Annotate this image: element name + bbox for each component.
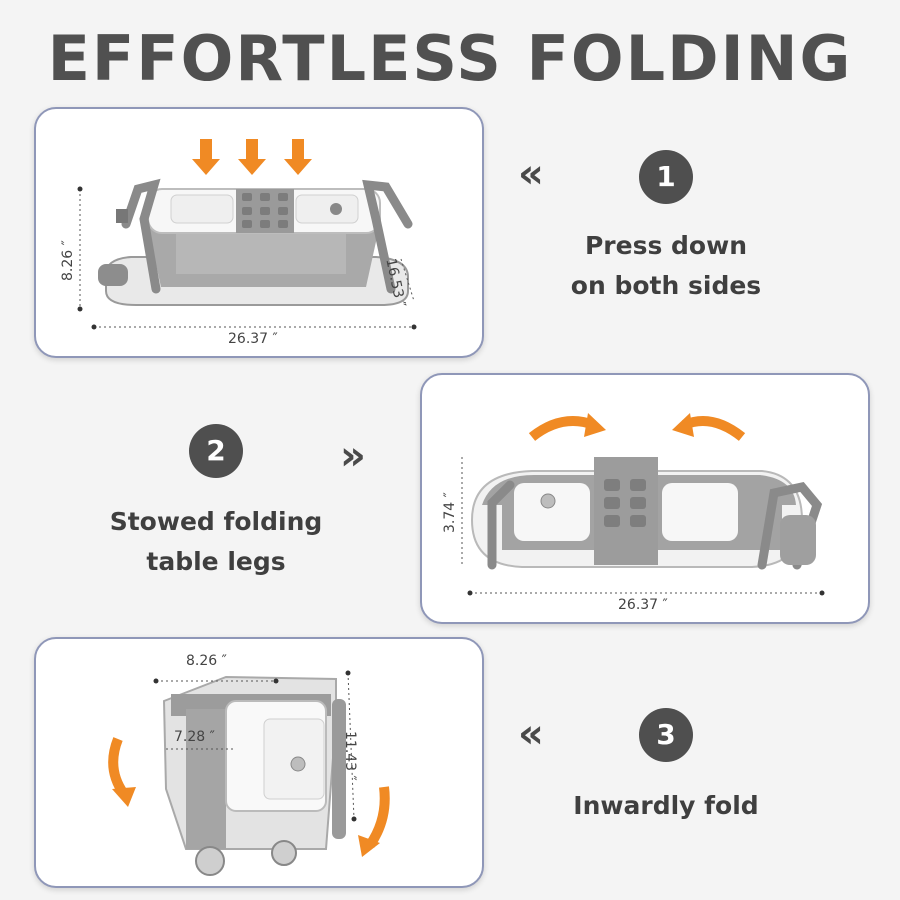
dimension-length-label: 26.37 ″ (618, 597, 668, 613)
curved-arrow-icon (358, 786, 390, 857)
step-2-badge: 2 (189, 424, 243, 478)
step-3-image-card: 8.26 ″ 7.28 ″ 11.43 ″ (34, 637, 484, 888)
chevron-left-icon: « (518, 711, 544, 757)
step-1-line-1: Press down (584, 231, 748, 260)
step-1-line-2: on both sides (570, 271, 762, 300)
step-2-line-2: table legs (146, 547, 286, 576)
page-title: EFFORTLESS FOLDING (47, 22, 853, 95)
dimension-height-label: 3.74 ″ (442, 492, 458, 533)
chevron-left-icon: « (518, 151, 544, 197)
down-arrow-icon (238, 139, 266, 175)
curved-arrow-icon (528, 413, 606, 441)
down-arrow-icon (192, 139, 220, 175)
step-1-description: Press down on both sides (540, 226, 792, 306)
curved-arrow-icon (672, 413, 746, 441)
dimension-width-label: 8.26 ″ (186, 653, 227, 669)
down-arrow-icon (284, 139, 312, 175)
step-3-description: Inwardly fold (540, 786, 792, 826)
folded-tub-illustration-2 (461, 413, 825, 596)
chevron-right-icon: » (340, 433, 366, 479)
dimension-height-label: 8.26 ″ (60, 240, 76, 281)
curved-arrow-icon (108, 737, 136, 807)
step-2-image-card: 3.74 ″ 26.37 ″ (420, 373, 870, 624)
step-3-line-1: Inwardly fold (573, 791, 759, 820)
folded-tub-illustration-3 (108, 670, 390, 876)
step-1-image-card: 8.26 ″ 16.53 ″ 26.37 ″ (34, 107, 484, 358)
step-3-badge: 3 (639, 708, 693, 762)
dimension-height-label: 11.43 ″ (342, 731, 358, 781)
dimension-length-label: 26.37 ″ (228, 331, 278, 347)
step-2-line-1: Stowed folding (109, 507, 323, 536)
dimension-depth-label: 7.28 ″ (174, 729, 215, 745)
folded-tub-illustration-1 (77, 139, 417, 330)
step-2-description: Stowed folding table legs (90, 502, 342, 582)
step-1-badge: 1 (639, 150, 693, 204)
